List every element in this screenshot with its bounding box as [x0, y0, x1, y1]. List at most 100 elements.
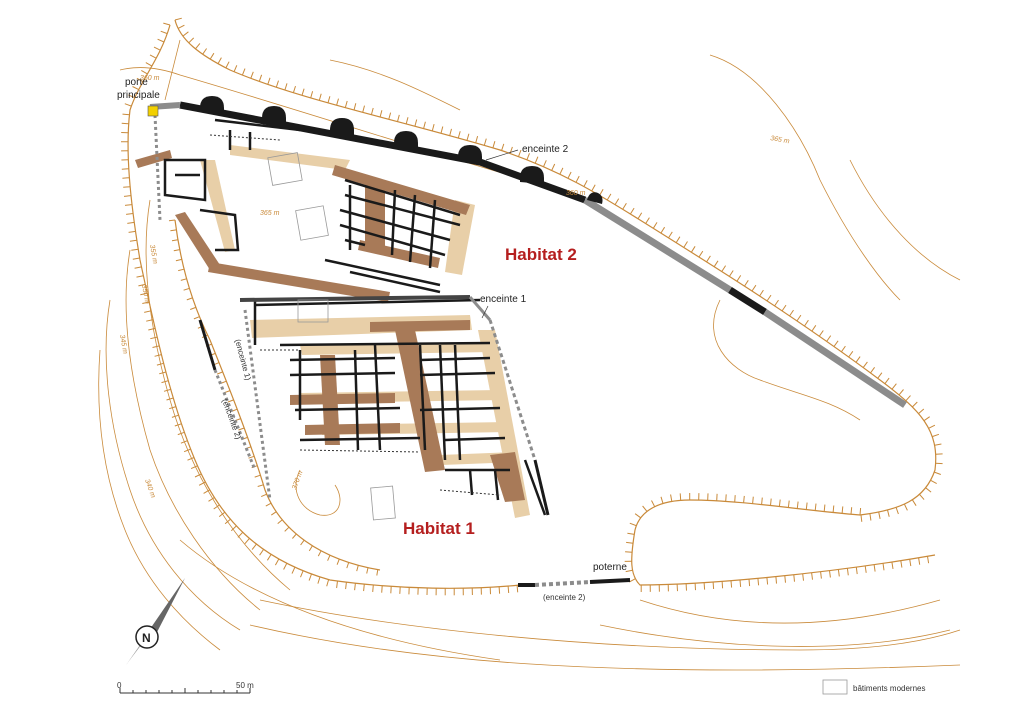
escarpment-tick	[923, 416, 930, 422]
contour-line	[179, 539, 501, 661]
escarpment-tick	[778, 499, 781, 507]
tower	[330, 118, 354, 136]
escarpment-tick	[660, 226, 666, 234]
text-labels: porte principale enceinte 2 enceinte 1 H…	[117, 77, 627, 602]
escarpment-tick	[277, 519, 283, 524]
escarpment-tick	[848, 351, 854, 358]
escarpment-tick	[150, 336, 158, 340]
porte-principale-gate	[147, 105, 159, 117]
escarpment-tick	[241, 68, 246, 76]
escarpment-tick	[344, 100, 348, 108]
escarpment-tick	[652, 222, 658, 229]
modern-buildings	[267, 152, 396, 521]
escarpment-tick	[168, 219, 176, 222]
escarpment-tick	[237, 531, 244, 538]
escarpment-tick	[457, 131, 461, 139]
escarpment-tick	[551, 163, 556, 171]
escarpment-tick	[251, 543, 257, 550]
escarpment-tick	[911, 401, 918, 408]
escarpment-tick	[814, 503, 817, 511]
escarpment-tick	[379, 110, 383, 118]
escarpment-tick	[759, 289, 764, 297]
escarpment-tick	[859, 507, 862, 516]
escarpment-tick	[267, 77, 271, 85]
escarpment-tick	[761, 497, 763, 505]
escarpment-tick	[274, 558, 280, 566]
contour-line	[295, 469, 341, 516]
escarpment-tick	[405, 117, 409, 125]
tower	[458, 145, 482, 163]
escarpment-tick	[238, 427, 245, 431]
escarpment-tick	[526, 153, 530, 160]
wall	[344, 193, 461, 227]
escarpment-tick	[873, 564, 876, 572]
escarpment-tick	[627, 532, 635, 535]
contour-lines	[98, 39, 961, 671]
enceinte-2-wall-gray	[763, 309, 907, 408]
escarpment-tick	[213, 504, 220, 510]
escarpment-tick	[670, 494, 673, 502]
escarpment-tick	[254, 474, 261, 478]
escarpment-tick	[919, 493, 925, 500]
escarpment-tick	[121, 168, 129, 170]
contour-line	[713, 299, 861, 421]
enceinte-1-wall	[239, 295, 471, 302]
escarpment-tick	[376, 569, 379, 576]
street-brown	[290, 393, 395, 405]
label-principale: principale	[117, 90, 160, 101]
wall	[344, 178, 461, 217]
escarpment-tick	[770, 498, 772, 506]
escarpment-tick	[891, 561, 894, 569]
escarpment-tick	[145, 62, 153, 67]
wall	[438, 344, 447, 461]
escarpment-tick	[793, 574, 795, 582]
tower	[394, 131, 418, 149]
escarpment-tick	[622, 203, 627, 210]
escarpment-tick	[186, 297, 193, 301]
escarpment-tick	[308, 545, 313, 552]
escarpment-tick	[326, 579, 330, 587]
escarpment-tick	[903, 503, 908, 511]
label-habitat-1: Habitat 1	[403, 519, 475, 538]
modern-building	[297, 299, 329, 323]
label-enceinte-2-bottom: (enceinte 2)	[543, 593, 586, 602]
escarpment-tick	[208, 497, 215, 502]
escarpment-tick	[805, 502, 808, 510]
escarpment-tick	[679, 493, 682, 501]
escarpment-tick	[934, 471, 941, 475]
escarpment-tick	[606, 193, 612, 201]
enceintes	[149, 101, 907, 587]
escarpment-tick	[216, 371, 223, 375]
escarpment-tick	[129, 239, 137, 242]
escarpment-tick	[928, 424, 936, 429]
wall	[419, 406, 501, 412]
escarpment-tick	[336, 98, 339, 106]
escarpment-tick	[703, 582, 706, 590]
escarpment-tick	[932, 433, 940, 438]
escarpment-tick	[336, 558, 340, 565]
escarpment-tick	[363, 584, 365, 592]
escarpment-tick	[927, 556, 930, 564]
escarpment-tick	[275, 80, 279, 88]
escarpment-tick	[895, 507, 899, 515]
escarpment-tick	[183, 287, 190, 291]
contour-label: 355 m	[148, 244, 158, 265]
escarpment-tick	[159, 371, 167, 375]
escarpment-tick	[909, 559, 912, 567]
escarpment-tick	[157, 38, 165, 43]
escarpment-tick	[668, 231, 673, 239]
escarpment-tick	[739, 579, 742, 587]
towers	[200, 96, 603, 204]
escarpment-line	[631, 499, 936, 586]
escarpment-tick	[318, 93, 322, 101]
wall	[289, 371, 396, 377]
escarpment-tick	[122, 177, 130, 179]
escarpment-tick	[591, 184, 596, 192]
escarpment-tick	[173, 249, 180, 252]
escarpment-line	[174, 219, 381, 571]
escarpment-tick	[224, 518, 231, 525]
escarpment-tick	[124, 103, 132, 107]
escarpment-tick	[431, 123, 435, 132]
escarpment-tick	[194, 473, 202, 478]
